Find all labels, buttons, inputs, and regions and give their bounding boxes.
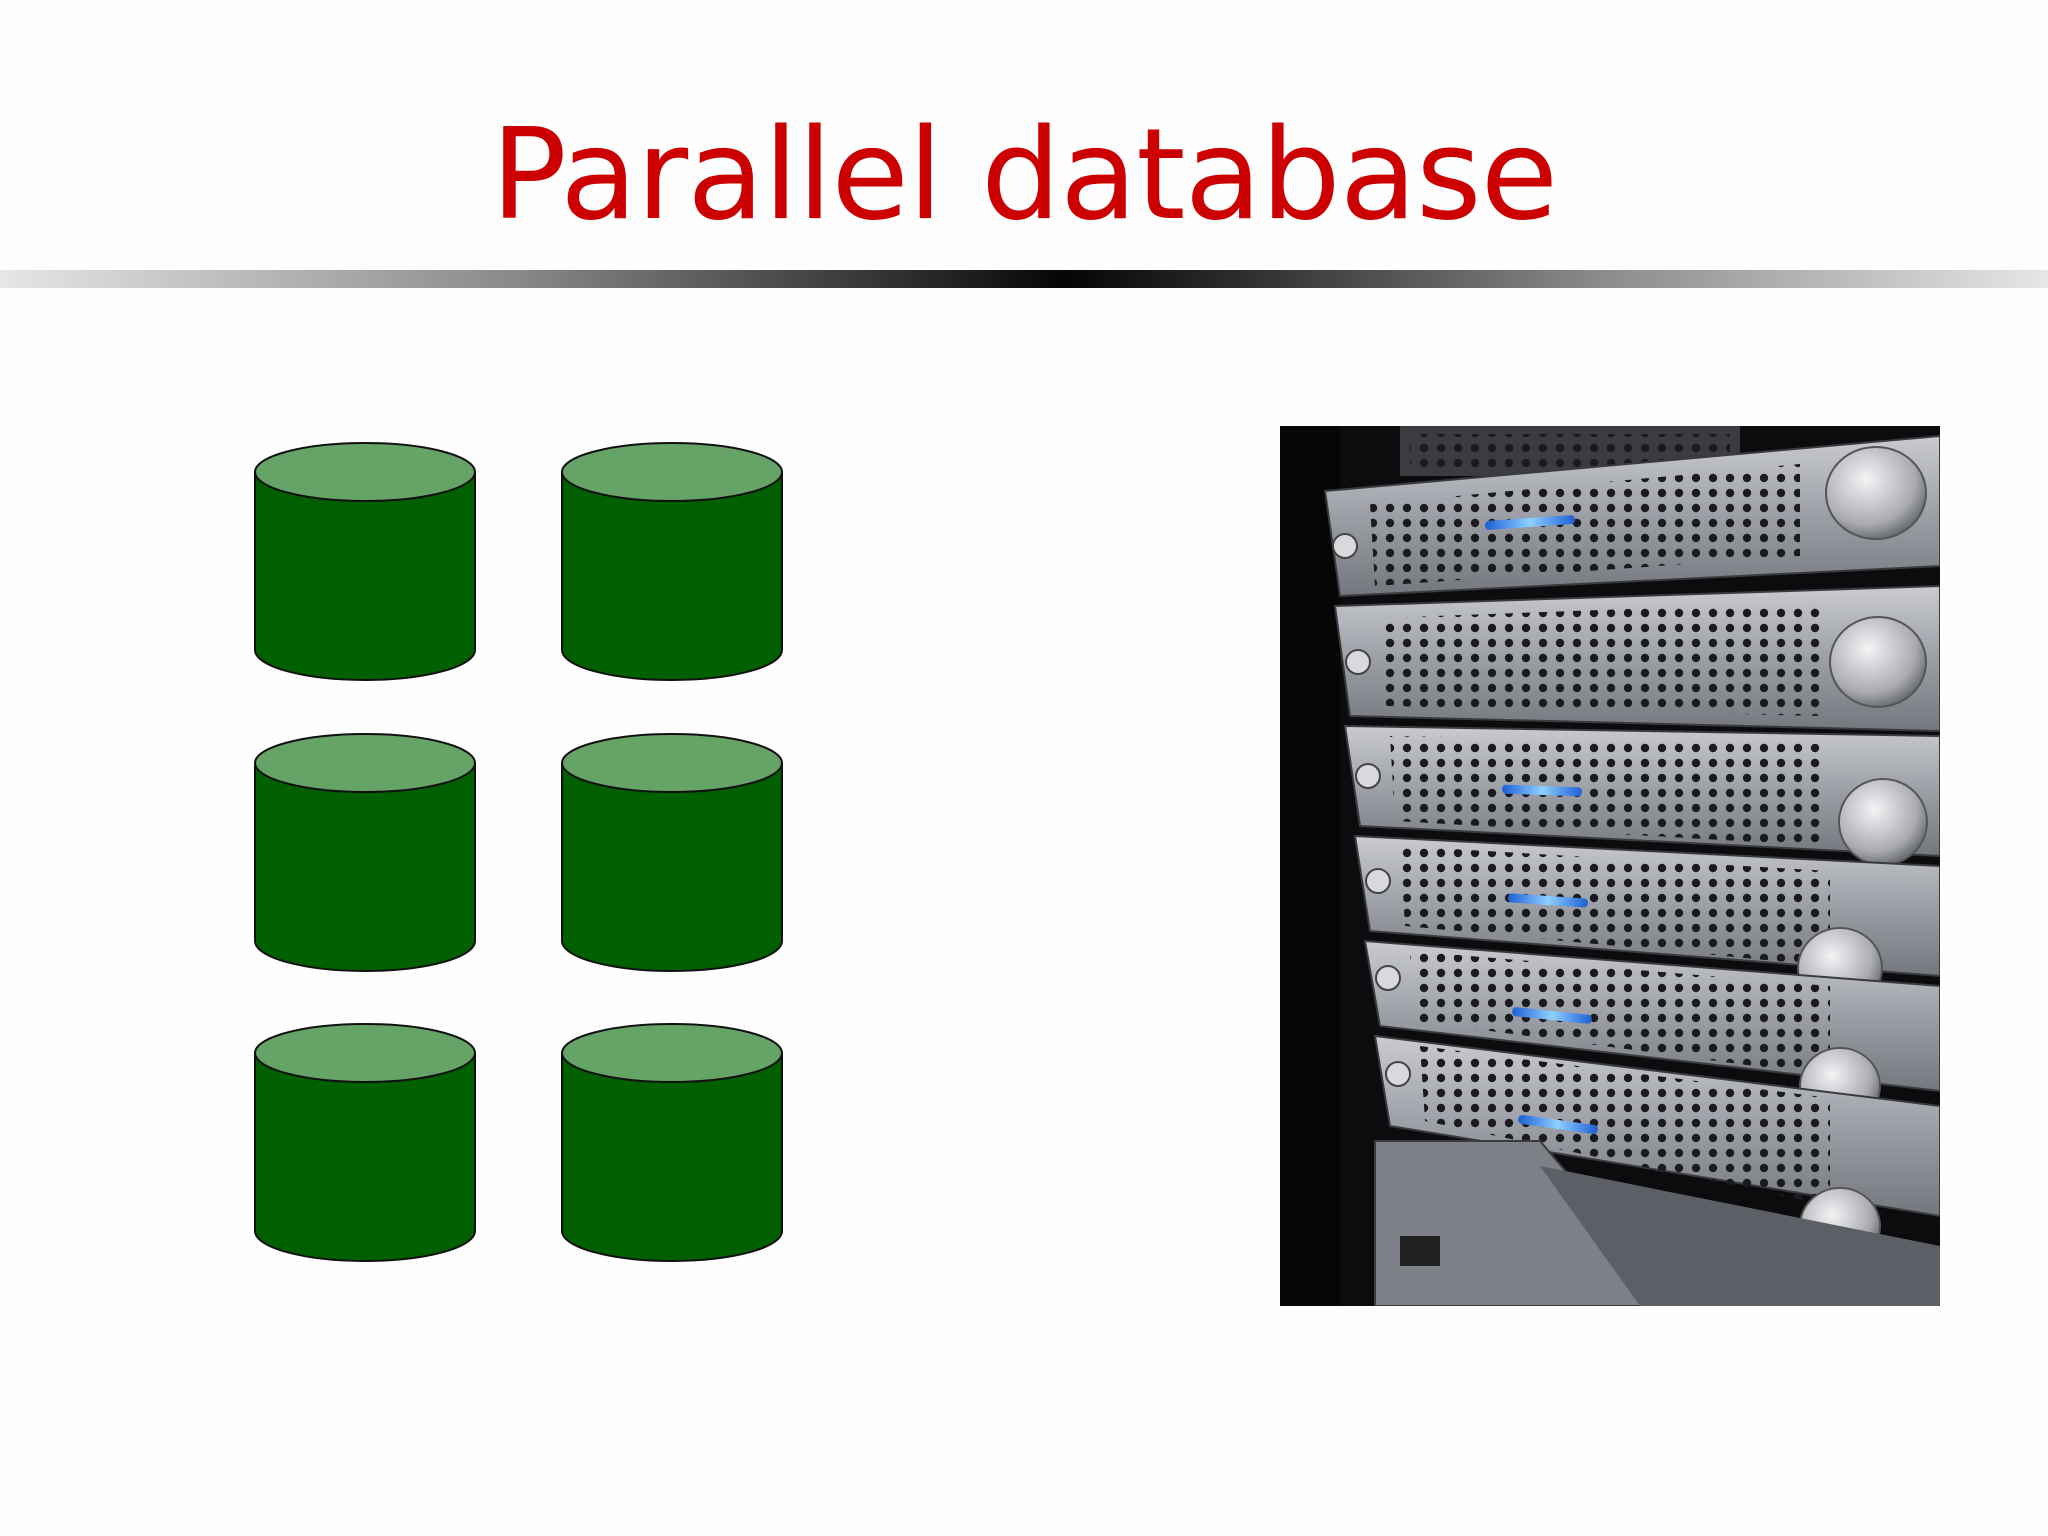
server-rack-photo [1280, 426, 1940, 1306]
server-unit-1 [1323, 434, 1940, 598]
database-cylinder-icon [561, 1023, 783, 1262]
slide-title: Parallel database [490, 101, 1558, 248]
database-cylinder-icon [561, 442, 783, 681]
database-grid [250, 440, 790, 1270]
database-cylinder-icon [254, 442, 476, 681]
server-unit-3 [1343, 724, 1940, 866]
database-cylinder-icon [254, 733, 476, 972]
database-cylinder-icon [561, 733, 783, 972]
server-unit-2 [1333, 584, 1940, 733]
server-unit-5 [1363, 939, 1940, 1125]
server-tray [1374, 1140, 1940, 1306]
database-cylinder-icon [254, 1023, 476, 1262]
server-rack-image [1280, 426, 1940, 1306]
server-unit-4 [1353, 834, 1940, 1009]
title-divider [0, 270, 2048, 288]
